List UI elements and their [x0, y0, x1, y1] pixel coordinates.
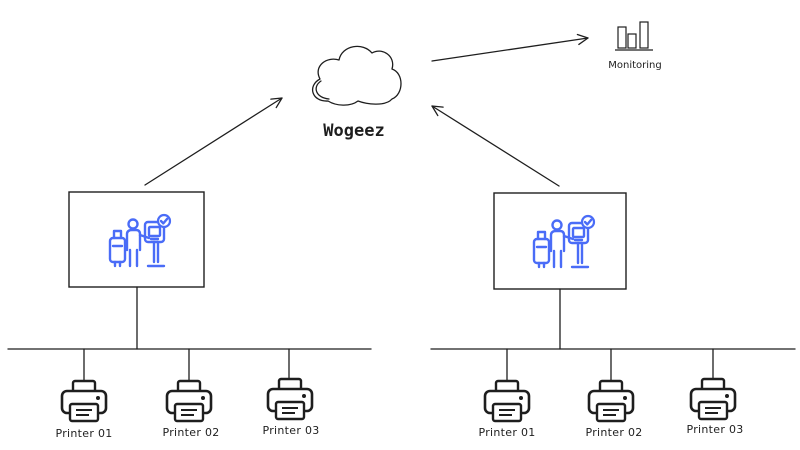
printer-node[interactable]: Printer 02 [585, 379, 642, 439]
printer-label: Printer 01 [55, 427, 112, 440]
monitoring-node[interactable]: Monitoring [608, 21, 662, 71]
printer-icon [689, 377, 737, 421]
printer-node[interactable]: Printer 01 [478, 379, 535, 439]
site2-to-cloud-arrow [431, 105, 560, 187]
cloud-to-monitoring-arrow [431, 33, 589, 62]
printer-label: Printer 03 [686, 423, 743, 436]
kiosk-node[interactable] [68, 191, 205, 288]
kiosk-node[interactable] [493, 192, 627, 290]
bar-chart-icon [615, 21, 653, 51]
printer-node[interactable]: Printer 01 [55, 379, 112, 440]
site-1: Printer 01 Printer 02 Printer 03 [7, 191, 372, 440]
printer-icon [266, 377, 314, 421]
site1-to-cloud-arrow [144, 97, 283, 186]
printer-icon [165, 379, 213, 423]
kiosk-box [493, 192, 627, 290]
printer-node[interactable]: Printer 02 [162, 379, 219, 439]
cloud-label: Wogeez [323, 121, 384, 141]
printer-icon [483, 379, 531, 423]
monitoring-label: Monitoring [608, 60, 661, 71]
site-2: Printer 01 Printer 02 Printer 03 [430, 192, 796, 439]
printer-node[interactable]: Printer 03 [686, 377, 743, 436]
printer-icon [60, 379, 108, 423]
printer-icon [587, 379, 635, 423]
printer-label: Printer 02 [585, 426, 642, 439]
kiosk-box [68, 191, 205, 288]
printer-node[interactable]: Printer 03 [262, 377, 319, 437]
printer-label: Printer 02 [162, 426, 219, 439]
cloud-icon [311, 45, 402, 106]
printer-label: Printer 01 [478, 426, 535, 439]
printer-label: Printer 03 [262, 424, 319, 437]
cloud-node[interactable]: Wogeez [311, 45, 402, 141]
